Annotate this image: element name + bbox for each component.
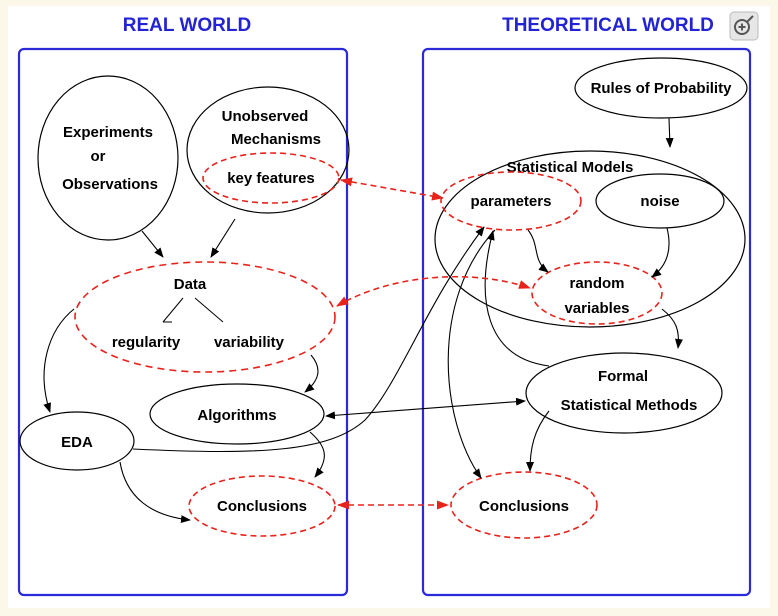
link-data-randomvariables	[336, 275, 531, 307]
arrow-experiments-to-data	[141, 230, 164, 258]
statistical-models-label: Statistical Models	[507, 159, 634, 176]
arrow-unobserved-to-data	[210, 218, 236, 258]
data-tree-right	[194, 297, 224, 323]
rules-of-probability-label: Rules of Probability	[591, 80, 733, 97]
key-features-node	[202, 152, 340, 204]
unobserved-label-line2: Mechanisms	[231, 131, 321, 148]
arrow-formal-to-conclusions	[526, 410, 550, 472]
theoretical-world-header: THEORETICAL WORLD	[502, 15, 714, 36]
parameters-label: parameters	[471, 193, 552, 210]
parameters-node	[440, 171, 582, 231]
key-features-label: key features	[227, 170, 315, 187]
experiments-label-line2: or	[91, 148, 106, 165]
arrow-parameters-to-conclusions	[447, 229, 496, 479]
statistical-models-node	[434, 150, 746, 328]
data-label: Data	[174, 276, 207, 293]
theoretical-world-box	[421, 47, 752, 597]
algorithms-label: Algorithms	[197, 407, 276, 424]
arrow-noise-to-random	[651, 227, 670, 278]
noise-node	[595, 173, 725, 229]
arrow-algorithms-to-conclusions	[309, 431, 325, 478]
arrow-data-to-algorithms	[304, 354, 319, 393]
formal-statistical-methods-node	[525, 352, 723, 434]
experiments-label-line1: Experiments	[63, 124, 153, 141]
experiments-node	[37, 75, 179, 241]
eda-label: EDA	[61, 434, 93, 451]
conclusions-real-node	[188, 475, 336, 537]
zoom-in-icon[interactable]	[729, 11, 759, 41]
real-world-box	[17, 47, 349, 597]
unobserved-label-line1: Unobserved	[222, 108, 309, 125]
unobserved-mechanisms-node	[186, 86, 350, 214]
formal-label-line2: Statistical Methods	[561, 397, 698, 414]
arrow-eda-to-conclusions	[119, 461, 191, 524]
random-label-line1: random	[569, 275, 624, 292]
conclusions-theory-label: Conclusions	[479, 498, 569, 515]
real-world-header: REAL WORLD	[123, 15, 251, 36]
arrow-algorithms-formal-bidirectional	[325, 397, 526, 420]
link-keyfeatures-parameters	[340, 177, 444, 201]
random-label-line2: variables	[564, 300, 629, 317]
noise-label: noise	[640, 193, 679, 210]
arrow-formal-to-parameters	[484, 230, 550, 367]
rules-of-probability-node	[574, 57, 748, 119]
experiments-label-line3: Observations	[62, 176, 158, 193]
formal-label-line1: Formal	[598, 368, 648, 385]
arrow-random-to-formal	[661, 308, 683, 349]
arrow-parameters-to-random	[527, 229, 549, 273]
random-variables-node	[531, 261, 663, 325]
regularity-label: regularity	[112, 334, 181, 351]
eda-node	[19, 411, 135, 471]
conclusions-theory-node	[450, 471, 598, 539]
arrow-data-to-eda	[43, 308, 75, 413]
data-tree-left	[162, 297, 184, 323]
arrow-rules-to-models	[665, 117, 674, 148]
data-node	[74, 261, 336, 373]
variability-label: variability	[214, 334, 285, 351]
algorithms-node	[149, 383, 325, 445]
conclusions-real-label: Conclusions	[217, 498, 307, 515]
